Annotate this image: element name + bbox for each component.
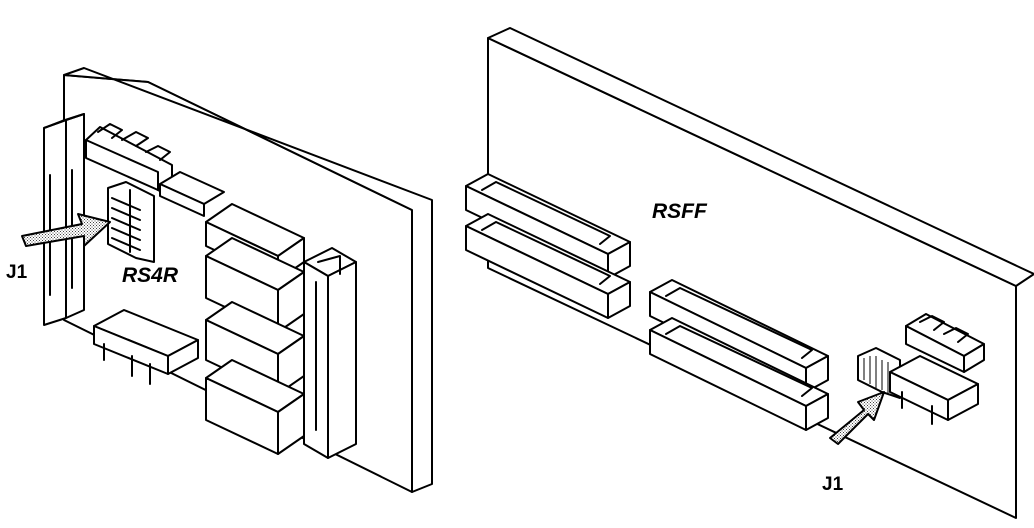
rs4r-board-label: RS4R: [122, 264, 179, 287]
rs4r-left-edge-connector: [43, 113, 85, 326]
rsff-board-label: RSFF: [652, 200, 708, 223]
rs4r-relay-stack: [205, 203, 305, 455]
rsff-j1-label: J1: [822, 474, 844, 495]
rsff-top-right-connector: [905, 313, 985, 373]
rsff-lower-connector: [465, 213, 631, 319]
rs4r-board: RS4R: [43, 67, 433, 493]
rs4r-board-edge: [63, 67, 433, 493]
rs4r-j1-arrow: [21, 213, 111, 247]
rs4r-bottom-connector: [93, 309, 199, 385]
rs4r-small-chip: [159, 171, 225, 217]
rsff-board: RSFF: [465, 27, 1034, 519]
rsff-j1-arrow: [829, 391, 885, 445]
rsff-side-connector: [889, 355, 979, 425]
rs4r-j1-label: J1: [6, 262, 28, 283]
rsff-board-top: [487, 27, 1034, 287]
rs4r-right-edge-connector: [303, 247, 357, 459]
rsff-middle-connectors: [649, 279, 829, 431]
rs4r-top-connector: [85, 123, 173, 199]
rs4r-j1-pin-header: [107, 181, 155, 263]
